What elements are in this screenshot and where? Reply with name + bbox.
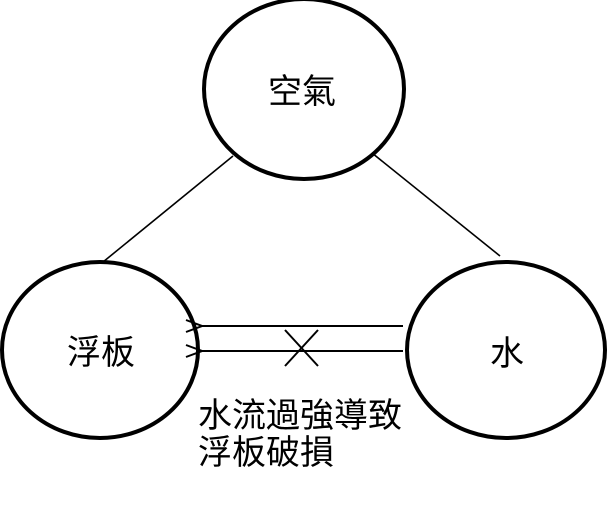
air-node bbox=[202, 0, 406, 181]
water-node bbox=[405, 260, 607, 440]
water-label: 水 bbox=[490, 334, 524, 374]
float-board-label: 浮板 bbox=[67, 333, 135, 373]
annotation-line-2: 浮板破損 bbox=[198, 432, 334, 473]
air-label: 空氣 bbox=[268, 72, 336, 112]
air-to-water-connector bbox=[371, 152, 501, 257]
x-mark-icon bbox=[284, 329, 319, 367]
air-to-float-board-connector bbox=[102, 155, 234, 263]
annotation-line-1: 水流過強導致 bbox=[198, 396, 402, 436]
annotation-text: 水流過強導致 浮板破損 bbox=[198, 398, 402, 471]
